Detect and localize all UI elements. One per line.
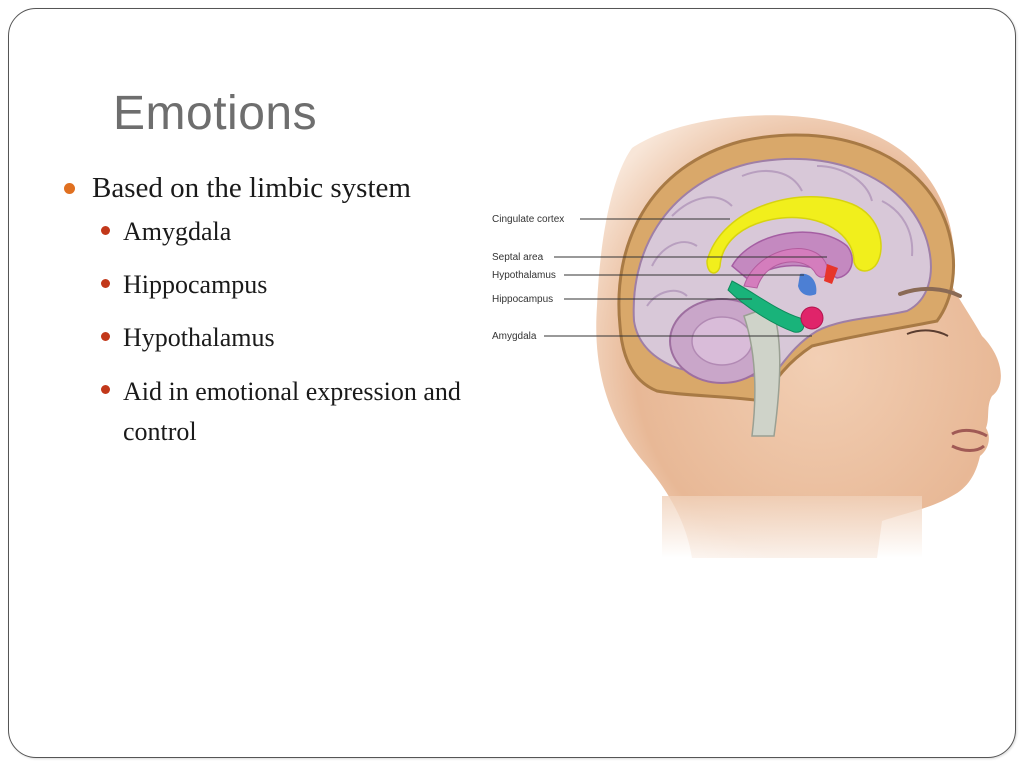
limbic-system-illustration: Cingulate cortex Septal area Hypothalamu… [492,115,1001,558]
bullet-text: Hippocampus [123,270,268,299]
amygdala[interactable] [800,306,824,330]
hypothalamus[interactable] [798,273,817,296]
label-hypothalamus: Hypothalamus [492,270,556,281]
bullet-dot [101,226,110,235]
label-cingulate-cortex: Cingulate cortex [492,214,564,225]
bullet-text: Based on the limbic system [92,172,411,204]
hippocampus[interactable] [727,280,805,333]
bullet-text: Aid in emotional expression and control [123,377,461,446]
label-leaders [544,218,827,337]
slide-title: Emotions [113,87,318,140]
label-amygdala: Amygdala [492,331,537,342]
label-hippocampus: Hippocampus [492,294,553,305]
lips [951,428,988,452]
sub-bullet-emotional-expression: Aid in emotional expression and control [62,372,473,452]
eye [906,329,949,337]
sub-bullet-hypothalamus: Hypothalamus [62,319,473,357]
label-septal-area: Septal area [492,252,544,263]
bullet-dot [101,385,110,394]
bullet-dot [101,279,110,288]
gyri [646,165,914,307]
neck-fade [662,496,922,558]
bullet-dot [64,183,75,194]
bullet-limbic-system: Based on the limbic system [62,172,473,205]
bullet-text: Hypothalamus [123,323,275,352]
cingulate-cortex[interactable] [706,196,882,274]
sub-bullet-hippocampus: Hippocampus [62,266,473,304]
bullet-list: Based on the limbic system Amygdala Hipp… [62,172,473,467]
brainstem [743,305,781,437]
bullet-text: Amygdala [123,217,232,246]
bullet-dot [101,332,110,341]
septal-area[interactable] [824,264,838,284]
eyebrow [898,287,962,298]
sub-bullet-amygdala: Amygdala [62,213,473,251]
cerebellum-inner [691,316,753,366]
